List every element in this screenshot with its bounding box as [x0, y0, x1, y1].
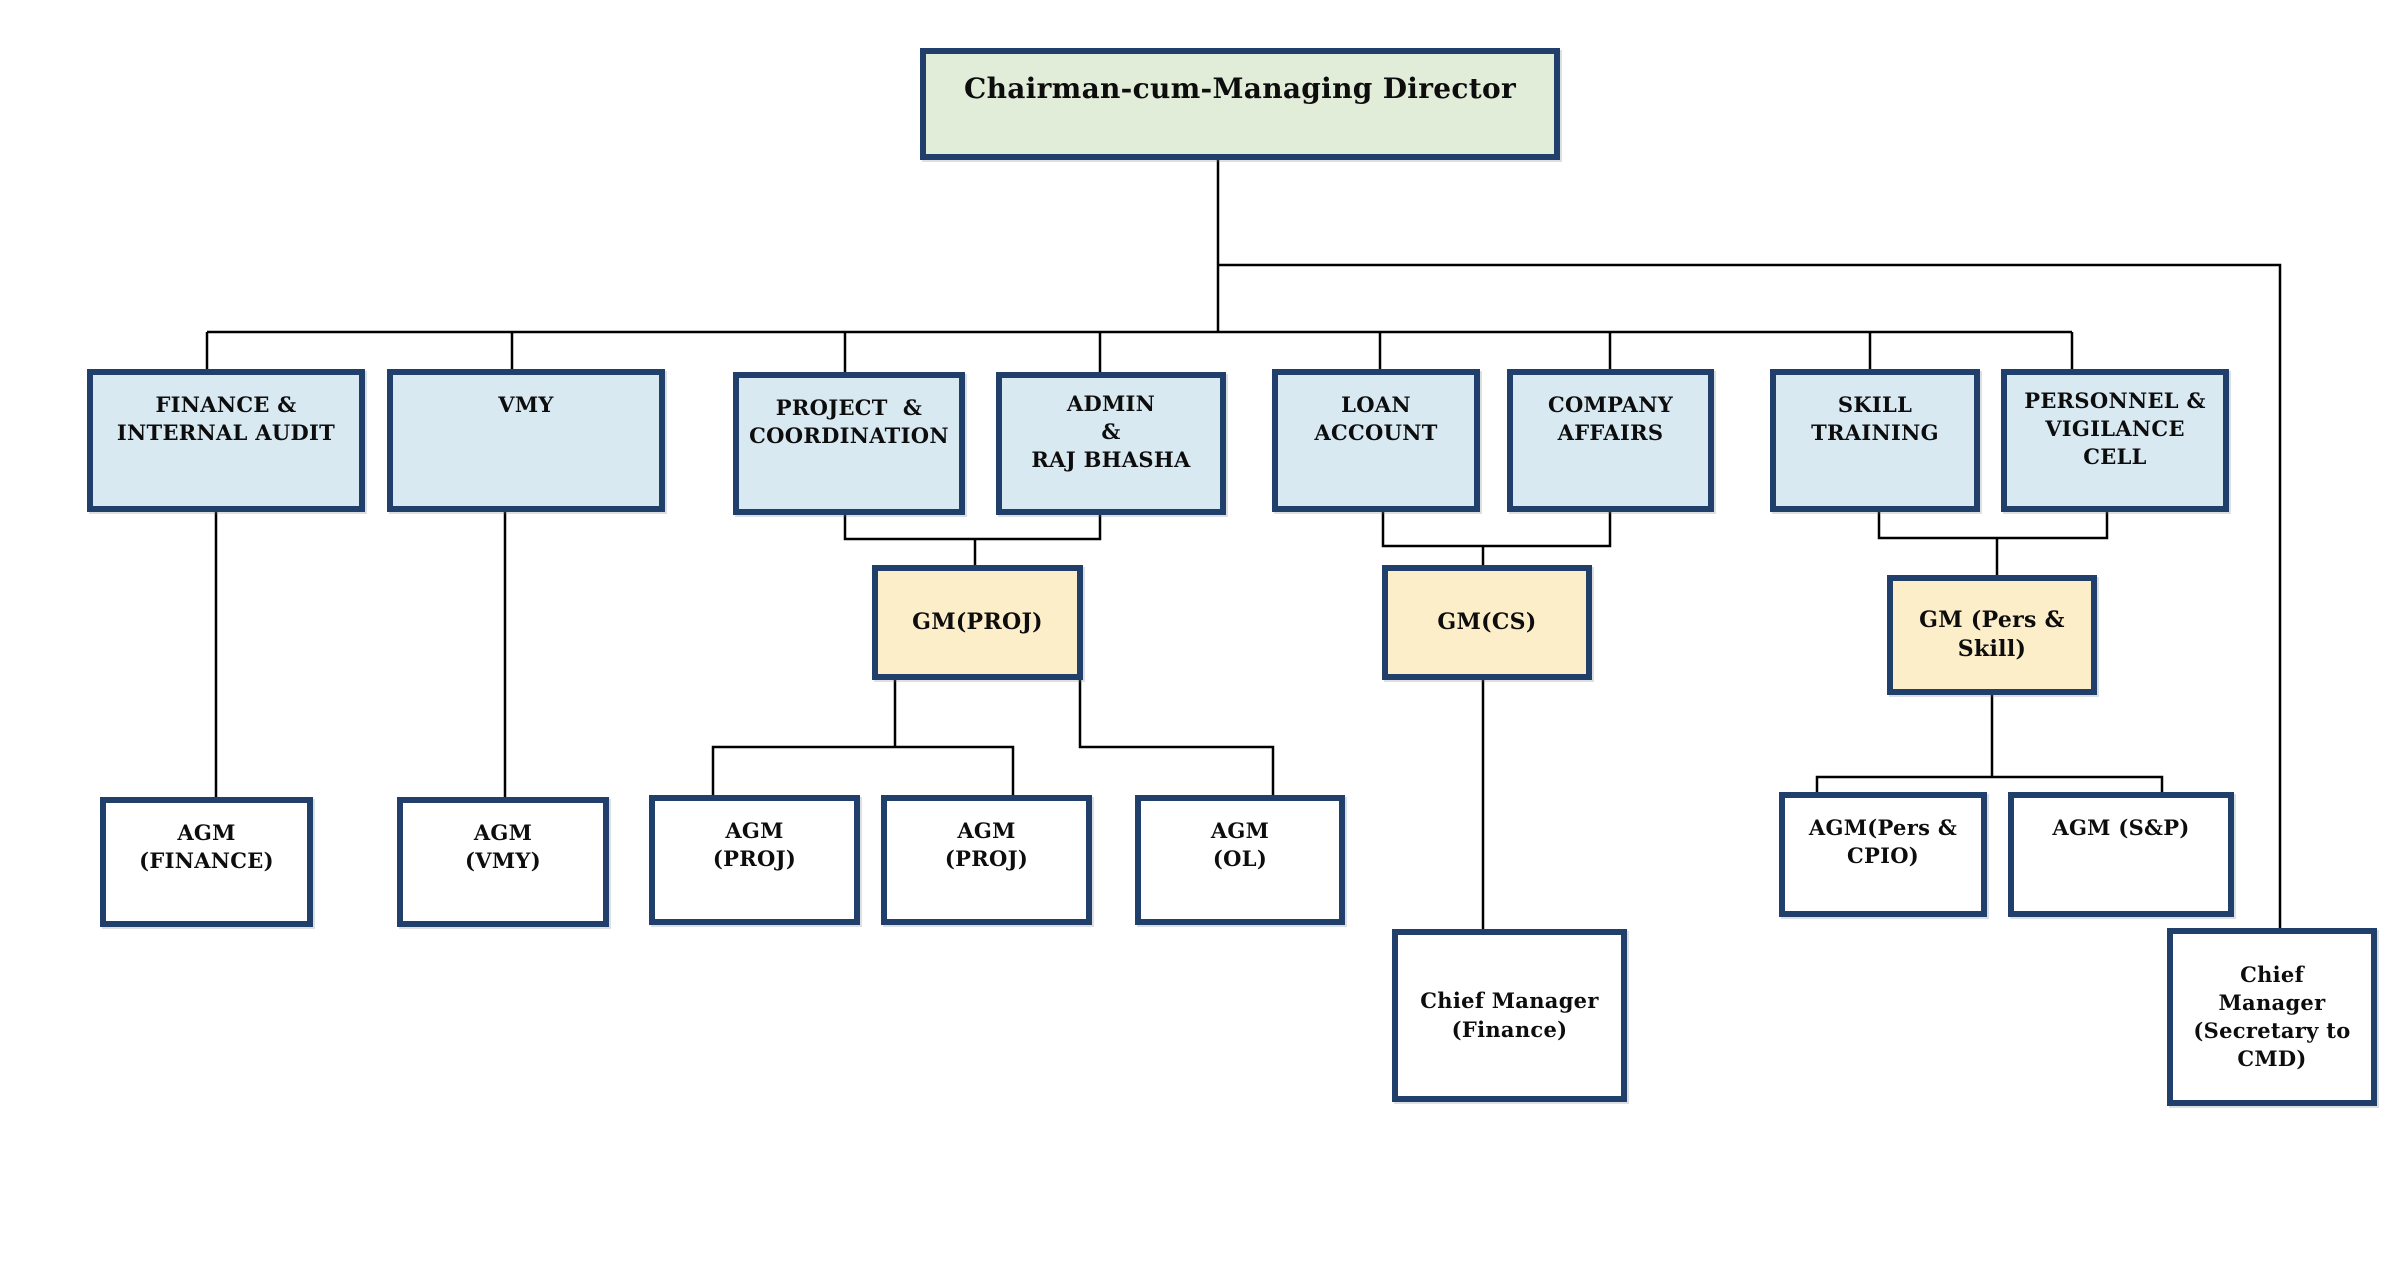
node-project-coordination: PROJECT & COORDINATION [733, 372, 965, 515]
node-personnel-vigilance-cell: PERSONNEL & VIGILANCE CELL [2001, 369, 2229, 512]
node-label: PERSONNEL & VIGILANCE CELL [2024, 388, 2206, 470]
node-chief-manager-secretary-to-cmd: Chief Manager (Secretary to CMD) [2167, 928, 2377, 1106]
node-label: FINANCE & INTERNAL AUDIT [116, 392, 336, 446]
node-label: ADMIN & RAJ BHASHA [1031, 391, 1191, 473]
node-agm-ol: AGM (OL) [1135, 795, 1345, 925]
node-skill-training: SKILL TRAINING [1770, 369, 1980, 512]
connector-project-admin-bracket [843, 515, 1102, 541]
node-label: AGM (FINANCE) [139, 820, 274, 874]
node-loan-account: LOAN ACCOUNT [1272, 369, 1480, 512]
connector-skill-personnel-bracket [1877, 512, 2109, 540]
node-label: VMY [498, 392, 554, 417]
connector-secretary-branch [1218, 263, 2282, 928]
node-finance-internal-audit: FINANCE & INTERNAL AUDIT [87, 369, 365, 512]
connector-gmproj-left-bracket [711, 745, 1015, 795]
node-vmy: VMY [387, 369, 665, 512]
node-label: GM(CS) [1437, 608, 1537, 635]
node-label: COMPANY AFFAIRS [1547, 392, 1674, 446]
node-label: GM(PROJ) [912, 608, 1043, 635]
node-label: Chief Manager (Secretary to CMD) [2193, 961, 2351, 1072]
node-label: Chairman-cum-Managing Director [963, 72, 1516, 105]
node-company-affairs: COMPANY AFFAIRS [1507, 369, 1714, 512]
node-label: Chief Manager (Finance) [1420, 988, 1599, 1042]
node-gm-cs: GM(CS) [1382, 565, 1592, 680]
node-label: PROJECT & COORDINATION [749, 395, 949, 449]
node-admin-raj-bhasha: ADMIN & RAJ BHASHA [996, 372, 1226, 515]
node-chairman-cum-managing-director: Chairman-cum-Managing Director [920, 48, 1560, 160]
node-agm-proj-2: AGM (PROJ) [881, 795, 1092, 925]
node-label: AGM(Pers & CPIO) [1808, 815, 1958, 869]
node-label: GM (Pers & Skill) [1919, 606, 2065, 662]
node-label: LOAN ACCOUNT [1314, 392, 1438, 446]
node-gm-pers-skill: GM (Pers & Skill) [1887, 575, 2097, 695]
node-label: AGM (PROJ) [944, 818, 1029, 872]
node-gm-proj: GM(PROJ) [872, 565, 1083, 680]
node-label: AGM (S&P) [2052, 815, 2190, 840]
connector-gmpers-bracket [1815, 775, 2164, 792]
node-agm-finance: AGM (FINANCE) [100, 797, 313, 927]
node-agm-pers-cpio: AGM(Pers & CPIO) [1779, 792, 1987, 917]
node-label: AGM (PROJ) [712, 818, 797, 872]
node-label: AGM (VMY) [465, 820, 541, 874]
node-agm-proj-1: AGM (PROJ) [649, 795, 860, 925]
node-agm-sp: AGM (S&P) [2008, 792, 2234, 917]
node-chief-manager-finance: Chief Manager (Finance) [1392, 929, 1627, 1102]
node-label: SKILL TRAINING [1811, 392, 1939, 446]
node-agm-vmy: AGM (VMY) [397, 797, 609, 927]
connector-loan-company-bracket [1381, 512, 1612, 548]
node-label: AGM (OL) [1210, 818, 1270, 872]
connector-gmproj-right-elbow [1078, 680, 1275, 795]
